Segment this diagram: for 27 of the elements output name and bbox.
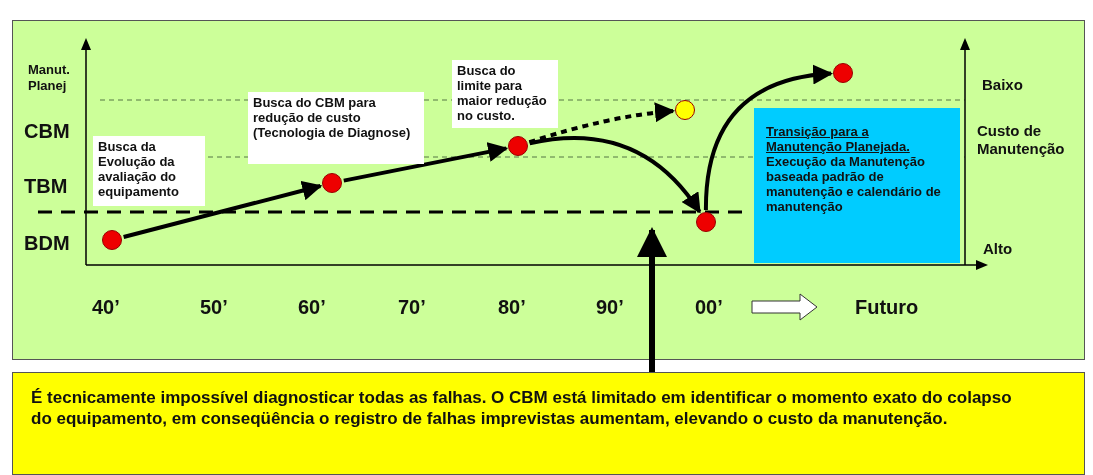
- callout-box: Busca da Evolução da avaliação do equipamento: [93, 136, 205, 206]
- decade-label: 50’: [200, 296, 228, 319]
- level-label: TBM: [24, 175, 68, 198]
- note-box: É tecnicamente impossível diagnosticar todas as falhas. O CBM está limitado em identificar o momento exato do colapso do equipamento, em conseqüência o registro de falhas imprevistas aumentam, elevando o custo da manutenção.: [12, 372, 1085, 475]
- decade-label: 70’: [398, 296, 426, 319]
- axis-label: Alto: [983, 240, 1013, 257]
- arrow: [343, 142, 509, 183]
- arrow: [529, 136, 702, 214]
- decade-label: 40’: [92, 296, 120, 319]
- axis-label: Manut. Planej: [28, 62, 71, 94]
- note-text: Execução da Manutenção baseada padrão de manutenção e calendário de manutenção: [766, 154, 942, 214]
- arrow: [123, 180, 323, 239]
- callout-box: Busca do CBM para redução de custo (Tecnologia de Diagnose): [248, 92, 424, 164]
- decade-label: 60’: [298, 296, 326, 319]
- level-label: CBM: [24, 120, 70, 143]
- axis-label: Baixo: [982, 76, 1023, 93]
- callout-box: Busca do limite para maior redução no custo.: [452, 60, 558, 128]
- decade-label: 00’: [695, 296, 723, 319]
- decade-label: 80’: [498, 296, 526, 319]
- note-heading: Transição para a Manutenção Planejada.: [766, 124, 911, 154]
- level-label: BDM: [24, 232, 70, 255]
- decade-label: 90’: [596, 296, 624, 319]
- arrow: [703, 65, 833, 211]
- arrow: [637, 227, 667, 372]
- note-box: [754, 108, 960, 263]
- decade-label: Futuro: [855, 296, 919, 319]
- axis-title: Custo de Manutenção: [977, 122, 1066, 158]
